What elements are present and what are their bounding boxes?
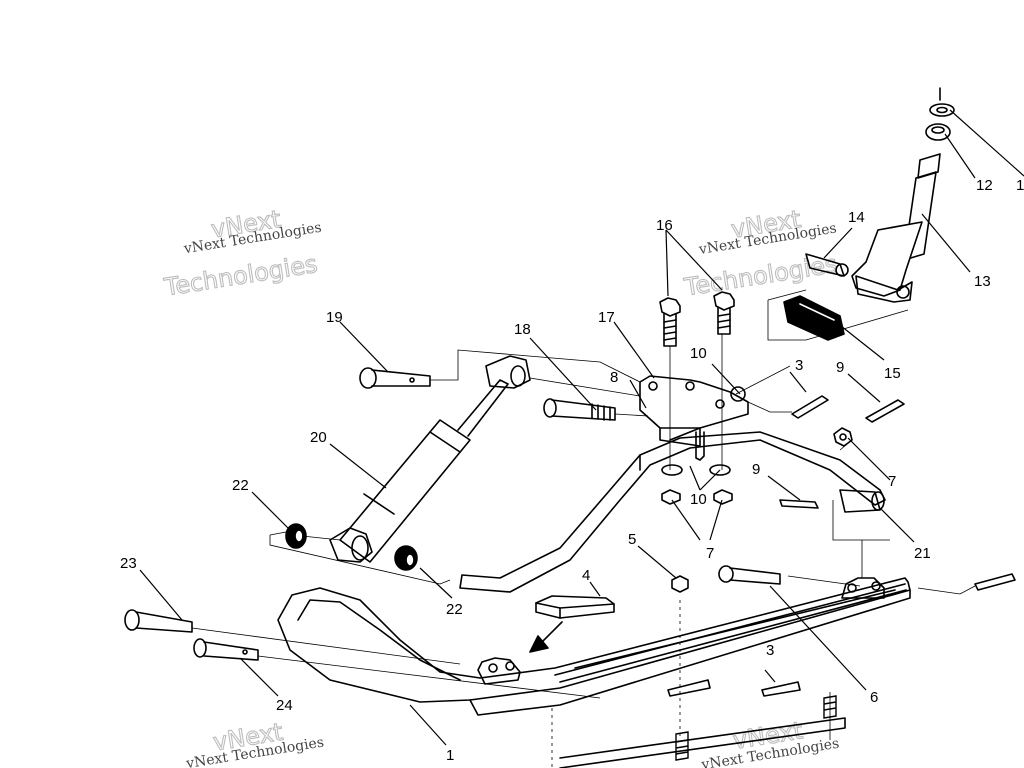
- callout-3-lower: 3: [766, 642, 774, 659]
- shock-absorber: [330, 356, 530, 562]
- callout-5: 5: [628, 531, 636, 548]
- leader-lines: [139, 109, 1024, 746]
- callout-13: 13: [974, 273, 991, 290]
- cotter-pins: [668, 396, 1015, 696]
- callout-7-center: 7: [706, 545, 714, 562]
- callout-4: 4: [582, 567, 590, 584]
- wear-bar-studs: [675, 695, 837, 761]
- callout-22-left: 22: [232, 477, 249, 494]
- callout-20: 20: [310, 429, 327, 446]
- callout-17: 17: [598, 309, 615, 326]
- spring-bushing: [840, 490, 884, 512]
- callout-23: 23: [120, 555, 137, 572]
- callout-10-upper: 10: [690, 345, 707, 362]
- callout-21: 21: [914, 545, 931, 562]
- shock-mount-bolt: [544, 399, 615, 420]
- callout-11: 1: [1016, 177, 1024, 194]
- callout-8: 8: [610, 369, 618, 386]
- steering-spindle: [852, 154, 940, 302]
- callout-15: 15: [884, 365, 901, 382]
- watermark-bottom-left: vNext vNext Technologies: [184, 717, 325, 768]
- callout-16: 16: [656, 217, 673, 234]
- spindle-washers: [926, 88, 954, 140]
- callout-14: 14: [848, 209, 865, 226]
- ski-bolts: [125, 610, 258, 660]
- watermark-top-right: vNext vNext Technologies Technologies: [681, 204, 840, 302]
- callout-19: 19: [326, 309, 343, 326]
- callout-9-upper: 9: [836, 359, 844, 376]
- ski-pivot-bolt: [719, 566, 780, 584]
- alignment-lines: [191, 289, 976, 768]
- callout-7-right: 7: [888, 473, 896, 490]
- lock-nut: [672, 576, 688, 592]
- callout-18: 18: [514, 321, 531, 338]
- callout-12: 12: [976, 177, 993, 194]
- ski: [278, 578, 910, 768]
- shock-pin: [360, 368, 430, 388]
- callout-numbers: 1 3 3 4 5 6 7 7 8 9 9 10 10 1 12 13 14 1…: [120, 177, 1024, 764]
- callout-6: 6: [870, 689, 878, 706]
- spindle-bushing: [806, 254, 848, 276]
- rubber-bumper: [784, 296, 844, 340]
- callout-3-upper: 3: [795, 357, 803, 374]
- watermark-big-name: Technologies: [162, 250, 320, 302]
- ski-wear-block: [536, 596, 614, 618]
- forward-arrow-icon: [529, 621, 563, 653]
- callout-24: 24: [276, 697, 293, 714]
- saddle-bolts: [660, 292, 734, 346]
- callout-1: 1: [446, 747, 454, 764]
- watermark-top-left: vNext vNext Technologies Technologies: [161, 204, 323, 302]
- rubber-bushings: [286, 524, 417, 570]
- callout-10-lower: 10: [690, 491, 707, 508]
- callout-22-right: 22: [446, 601, 463, 618]
- callout-9-lower: 9: [752, 461, 760, 478]
- leaf-spring: [460, 428, 885, 592]
